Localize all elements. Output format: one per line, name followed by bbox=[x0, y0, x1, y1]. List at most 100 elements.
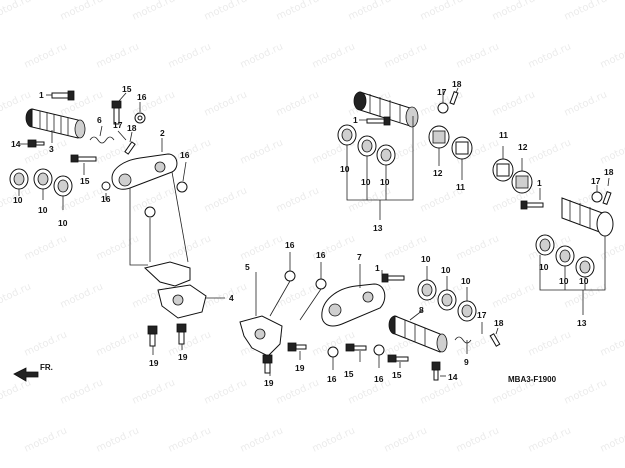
callout-number: 1 bbox=[353, 115, 358, 125]
callout-number: 7 bbox=[357, 252, 362, 262]
callout-number: 19 bbox=[264, 378, 274, 388]
bracket-5 bbox=[239, 315, 283, 357]
watermark-text: motod.ru bbox=[527, 425, 573, 454]
callout-number: 13 bbox=[373, 223, 383, 233]
right-upper-footpeg bbox=[337, 87, 473, 220]
bushing-10 bbox=[417, 279, 437, 301]
bolt-19 bbox=[147, 325, 158, 347]
watermark-text: motod.ru bbox=[455, 233, 501, 262]
watermark-text: motod.ru bbox=[455, 425, 501, 454]
callout-number: 10 bbox=[559, 276, 569, 286]
watermark-text: motod.ru bbox=[383, 41, 429, 70]
watermark-text: motod.ru bbox=[95, 233, 141, 262]
bushing-10 bbox=[535, 234, 555, 256]
callout-number: 10 bbox=[361, 177, 371, 187]
footpeg-3 bbox=[25, 108, 86, 139]
watermark-text: motod.ru bbox=[311, 41, 357, 70]
callout-number: 11 bbox=[499, 130, 508, 140]
watermark-text: motod.ru bbox=[563, 377, 609, 406]
bushing-10 bbox=[376, 144, 396, 166]
watermark-text: motod.ru bbox=[275, 89, 321, 118]
callout-number: 10 bbox=[579, 276, 589, 286]
watermark-text: motod.ru bbox=[0, 377, 33, 406]
bolt-15 bbox=[111, 100, 122, 125]
bolt-1 bbox=[524, 202, 544, 208]
watermark-text: motod.ru bbox=[95, 425, 141, 454]
callout-number: 16 bbox=[374, 374, 384, 384]
watermark-text: motod.ru bbox=[239, 137, 285, 166]
callout-number: 18 bbox=[494, 318, 504, 328]
callout-number: 19 bbox=[149, 358, 159, 368]
callout-number: 17 bbox=[591, 176, 601, 186]
bolt-1-left bbox=[51, 90, 75, 101]
watermark-text: motod.ru bbox=[491, 185, 537, 214]
center-lower-assembly bbox=[239, 252, 501, 381]
washer-16 bbox=[373, 344, 385, 356]
washer-16 bbox=[101, 181, 111, 191]
callout-number: 15 bbox=[80, 176, 90, 186]
watermark-text: motod.ru bbox=[275, 185, 321, 214]
callout-number: 10 bbox=[539, 262, 549, 272]
washer-17 bbox=[591, 191, 603, 203]
watermark-text: motod.ru bbox=[23, 425, 69, 454]
callout-number: 16 bbox=[316, 250, 326, 260]
callout-labels: 1 15 16 6 17 18 2 14 3 16 15 16 10 10 10… bbox=[11, 79, 614, 388]
bolt-15 bbox=[345, 343, 367, 352]
callout-number: 18 bbox=[604, 167, 614, 177]
watermark-text: motod.ru bbox=[239, 41, 285, 70]
callout-number: 16 bbox=[285, 240, 295, 250]
watermark-text: motod.ru bbox=[599, 425, 625, 454]
spring-9 bbox=[454, 336, 472, 344]
bracket-4 bbox=[143, 261, 207, 319]
watermark-text: motod.ru bbox=[311, 425, 357, 454]
callout-number: 1 bbox=[375, 263, 380, 273]
callout-number: 13 bbox=[577, 318, 587, 328]
callout-number: 11 bbox=[456, 182, 465, 192]
callout-number: 10 bbox=[13, 195, 23, 205]
watermark-text: motod.ru bbox=[347, 0, 393, 23]
watermark-text: motod.ru bbox=[527, 329, 573, 358]
callout-number: 8 bbox=[419, 305, 424, 315]
bolt-19 bbox=[176, 323, 187, 345]
watermark-text: motod.ru bbox=[383, 425, 429, 454]
bolt-15-lower bbox=[70, 154, 97, 163]
watermark-text: motod.ru bbox=[491, 89, 537, 118]
pin-18 bbox=[124, 141, 136, 155]
bushing-10 bbox=[437, 289, 457, 311]
watermark-text: motod.ru bbox=[563, 0, 609, 23]
callout-number: 16 bbox=[101, 194, 111, 204]
watermark-text: motod.ru bbox=[203, 185, 249, 214]
callout-number: 19 bbox=[178, 352, 188, 362]
watermark-text: motod.ru bbox=[203, 377, 249, 406]
watermark-text: motod.ru bbox=[491, 0, 537, 23]
footpeg-8 bbox=[388, 315, 448, 353]
diagram-code: MBA3-F1900 bbox=[508, 375, 557, 384]
callout-number: 10 bbox=[421, 254, 431, 264]
direction-label: FR. bbox=[40, 363, 53, 372]
watermark-text: motod.ru bbox=[203, 281, 249, 310]
bushing-10 bbox=[9, 168, 29, 190]
callout-number: 18 bbox=[127, 123, 137, 133]
callout-number: 3 bbox=[49, 144, 54, 154]
callout-number: 17 bbox=[437, 87, 447, 97]
watermark-text: motod.ru bbox=[59, 281, 105, 310]
watermark-text: motod.ru bbox=[167, 425, 213, 454]
washer-16 bbox=[315, 278, 327, 290]
watermark-text: motod.ru bbox=[59, 377, 105, 406]
callout-number: 4 bbox=[229, 293, 234, 303]
watermark-text: motod.ru bbox=[527, 41, 573, 70]
plate-12 bbox=[428, 125, 450, 149]
plate-11 bbox=[492, 158, 514, 182]
watermark-text: motod.ru bbox=[419, 377, 465, 406]
watermark-text: motod.ru bbox=[275, 377, 321, 406]
callout-number: 14 bbox=[448, 372, 458, 382]
washer-16 bbox=[327, 346, 339, 358]
watermark-text: motod.ru bbox=[95, 329, 141, 358]
callout-number: 2 bbox=[160, 128, 165, 138]
callout-number: 1 bbox=[537, 178, 542, 188]
watermark-text: motod.ru bbox=[491, 281, 537, 310]
watermark-text: motod.ru bbox=[599, 41, 625, 70]
washer-16 bbox=[144, 206, 156, 218]
callout-number: 18 bbox=[452, 79, 462, 89]
